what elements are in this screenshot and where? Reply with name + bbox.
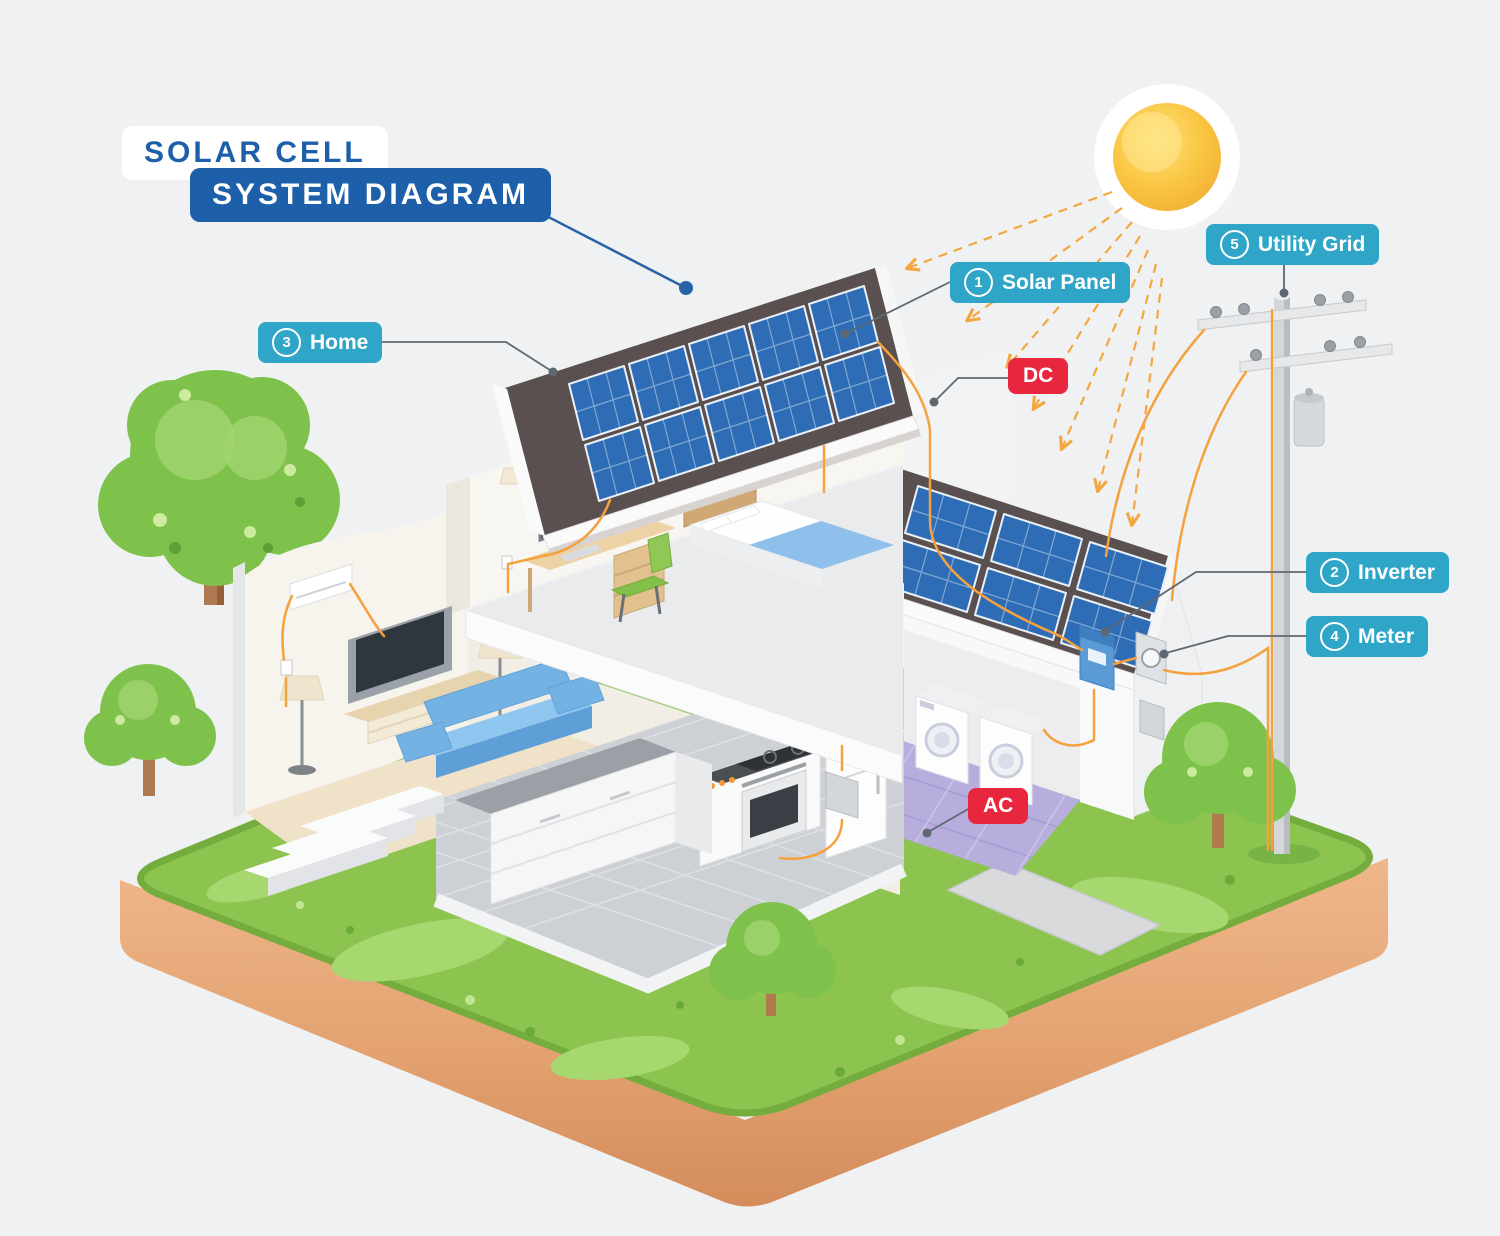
laundry-wing (836, 468, 1203, 876)
sun (1094, 84, 1240, 230)
callout-number: 4 (1320, 622, 1349, 651)
dryer (979, 705, 1050, 806)
title-line2: SYSTEM DIAGRAM (190, 168, 552, 222)
wires (281, 308, 1274, 860)
callout-number: 1 (964, 268, 993, 297)
callout-label: Home (310, 330, 369, 354)
floor-lamp-left (279, 675, 325, 775)
callout-solar-panel: 1 Solar Panel (950, 262, 1131, 303)
wall-panel (825, 771, 859, 819)
utility-pole (1197, 291, 1393, 864)
callout-number: 3 (272, 328, 301, 357)
callout-meter: 4 Meter (1306, 616, 1429, 657)
meter-unit (1135, 631, 1167, 685)
washing-machine (915, 684, 986, 785)
tree-small (84, 664, 216, 796)
callout-number: 2 (1320, 558, 1349, 587)
callout-number: 5 (1220, 230, 1249, 259)
callout-utility-grid: 5 Utility Grid (1206, 224, 1380, 265)
callout-label: Solar Panel (1002, 270, 1117, 294)
breaker-box (1139, 699, 1165, 741)
transformer (1293, 388, 1325, 447)
callout-label: Inverter (1358, 560, 1436, 584)
office-chair (610, 532, 673, 623)
callout-label: Utility Grid (1258, 232, 1366, 256)
walkway (946, 861, 1162, 956)
callout-home: 3 Home (258, 322, 383, 363)
tree-large (98, 370, 340, 605)
callout-label: Meter (1358, 624, 1415, 648)
crossarm-lower (1239, 336, 1393, 373)
main-house (233, 264, 924, 994)
tv (348, 606, 452, 704)
crossarm-upper (1197, 291, 1367, 331)
inverter-unit (1079, 625, 1115, 691)
bush-right (1144, 702, 1296, 848)
sofa (395, 657, 605, 778)
callout-inverter: 2 Inverter (1306, 552, 1450, 593)
badge-dc: DC (1008, 358, 1069, 394)
stairs (244, 786, 444, 896)
outlet (280, 659, 293, 676)
bush-front (709, 902, 836, 1016)
badge-ac: AC (968, 788, 1029, 824)
kitchen-island (455, 738, 712, 905)
